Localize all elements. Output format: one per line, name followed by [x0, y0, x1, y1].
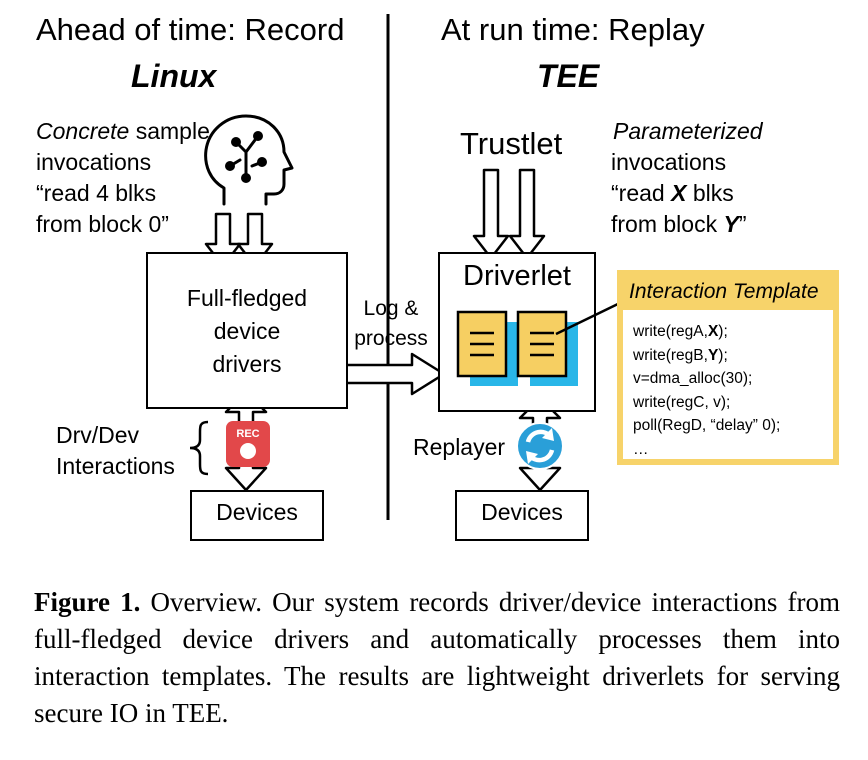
param-y: Y — [723, 211, 739, 237]
drivers-line3: drivers — [212, 351, 282, 377]
param-x: X — [671, 180, 687, 206]
drivers-line2: device — [213, 318, 281, 344]
full-fledged-drivers-box: Full-fledged device drivers — [146, 252, 348, 409]
interactions-line2: Interactions — [56, 453, 175, 479]
interactions-label: Drv/Dev Interactions — [56, 420, 175, 482]
interaction-template-title: Interaction Template — [623, 276, 833, 310]
interaction-template-box: Interaction Template write(regA,X); writ… — [617, 270, 839, 465]
code-line4: write(regC, v); — [633, 393, 731, 411]
replayer-label: Replayer — [413, 434, 506, 460]
template-connector-line — [555, 300, 623, 336]
interactions-brace — [189, 420, 209, 476]
sample-emphasis: Concrete — [36, 118, 130, 144]
param-line1: Parameterized — [613, 118, 763, 144]
right-devices-box: Devices — [455, 490, 589, 541]
code-y: Y — [707, 346, 719, 364]
replay-icon — [516, 422, 564, 470]
right-title: At run time: Replay — [441, 12, 705, 47]
trustlet-label: Trustlet — [460, 126, 563, 161]
code-line1-c: ); — [718, 323, 728, 340]
sample-line4: from block 0” — [36, 211, 169, 237]
code-line2-c: ); — [718, 346, 728, 364]
param-line3-a: “read — [611, 180, 672, 206]
log-process-label: Log & process — [344, 294, 438, 354]
rec-label: REC — [236, 428, 260, 440]
sample-line3: “read 4 blks — [36, 180, 157, 206]
left-title: Ahead of time: Record — [36, 12, 345, 47]
left-os-label: Linux — [131, 58, 217, 94]
param-line3-c: blks — [686, 180, 734, 206]
code-line3: v=dma_alloc(30); — [633, 370, 753, 387]
code-line6: … — [633, 440, 649, 458]
caption-label: Figure 1. — [34, 587, 141, 617]
right-devices-label: Devices — [481, 499, 563, 525]
template-code: write(regA,X); write(regB,Y); v=dma_allo… — [633, 320, 780, 461]
param-line4-a: from block — [611, 211, 724, 237]
log-process-line1: Log & — [363, 297, 419, 320]
figure-caption: Figure 1. Overview. Our system records d… — [34, 584, 840, 732]
sample-invocations-text: Concrete sample invocations “read 4 blks… — [36, 116, 210, 240]
log-process-line2: process — [354, 327, 428, 350]
left-devices-label: Devices — [216, 499, 298, 525]
template-doc-icon-1 — [456, 310, 518, 386]
code-line2-a: write(regB, — [633, 346, 708, 364]
interactions-line1: Drv/Dev — [56, 422, 140, 448]
code-line5: poll(RegD, “delay” 0); — [633, 417, 781, 434]
sample-line2: invocations — [36, 149, 152, 175]
left-devices-box: Devices — [190, 490, 324, 541]
right-os-label: TEE — [537, 58, 600, 94]
input-arrows-right — [472, 168, 546, 260]
brain-head-icon — [204, 114, 294, 206]
code-line1-a: write(regA, — [633, 323, 708, 340]
record-icon — [226, 421, 270, 467]
code-x: X — [707, 323, 719, 340]
sample-line1: sample — [129, 118, 210, 144]
template-doc-icon-2 — [516, 310, 578, 386]
driverlet-label: Driverlet — [463, 260, 571, 292]
param-line4-c: ” — [738, 211, 747, 237]
param-line2: invocations — [611, 149, 727, 175]
parameterized-invocations-text: Parameterized invocations “read X blks f… — [611, 116, 763, 240]
drivers-line1: Full-fledged — [186, 285, 308, 311]
caption-text: Overview. Our system records driver/devi… — [34, 587, 841, 728]
